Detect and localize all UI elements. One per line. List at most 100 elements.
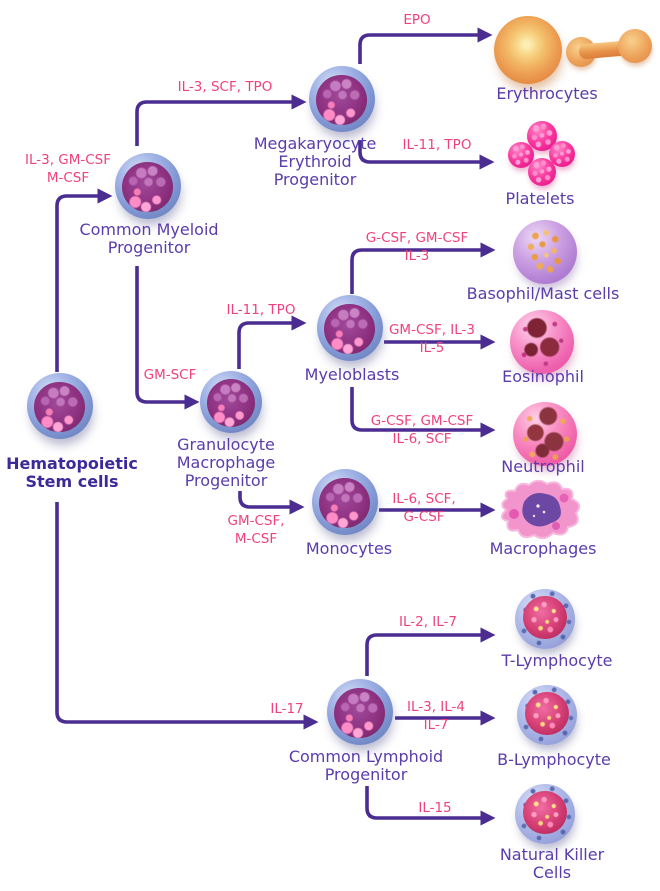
- myeloblasts-label: Myeloblasts: [305, 366, 400, 384]
- mep-label: Megakaryocyte Erythroid Progenitor: [254, 135, 377, 189]
- clp-label-line: Progenitor: [324, 765, 408, 784]
- gmp-label-line: Granulocyte: [177, 435, 275, 454]
- cytokine-clp-b: IL-3, IL-4 IL-7: [407, 698, 465, 734]
- cytokine-line: IL-5: [419, 340, 445, 356]
- gmp-cell-icon: [200, 371, 262, 433]
- cytokine-line: IL-15: [418, 800, 452, 816]
- platelet-icon: [549, 141, 575, 167]
- eosinophil-label-line: Eosinophil: [502, 367, 584, 386]
- nk-cells-label-line: Natural Killer: [499, 845, 605, 864]
- basophil-cell-icon: [513, 220, 577, 284]
- eosinophil-label: Eosinophil: [502, 368, 584, 386]
- platelets-label-line: Platelets: [505, 189, 575, 208]
- cytokine-myeloblasts-basophil: G-CSF, GM-CSF IL-3: [366, 229, 468, 265]
- cytokine-line: IL-3, SCF, TPO: [177, 79, 273, 95]
- cytokine-line: M-CSF: [46, 170, 90, 186]
- arrow-myeloblasts-to-basophil: [350, 242, 496, 294]
- gmp-label: Granulocyte Macrophage Progenitor: [177, 436, 276, 490]
- monocytes-label: Monocytes: [306, 540, 392, 558]
- clp-label-line: Common Lymphoid: [288, 747, 444, 766]
- cmp-cell-icon: [115, 153, 181, 219]
- cytokine-line: IL-3, GM-CSF: [24, 152, 112, 168]
- arrow-gmp-to-myeloblasts: [237, 315, 307, 369]
- cytokine-line: IL-3, IL-4: [406, 699, 466, 715]
- cytokine-monocytes-macrophages: IL-6, SCF, G-CSF: [392, 490, 455, 526]
- clp-cell-icon: [327, 679, 393, 745]
- erythrocytes-label-line: Erythrocytes: [496, 84, 598, 103]
- cytokine-myeloblasts-neutrophil: G-CSF, GM-CSF IL-6, SCF: [371, 412, 473, 448]
- cytokine-line: IL-17: [270, 701, 304, 717]
- arrow-cmp-to-gmp: [135, 266, 200, 410]
- cytokine-line: IL-11, TPO: [226, 302, 296, 318]
- cytokine-line: G-CSF, GM-CSF: [365, 230, 469, 246]
- b-lymphocyte-cell-icon: [517, 685, 577, 745]
- hsc-label-line: Hematopoietic: [6, 454, 138, 473]
- mep-label-line: Erythroid: [278, 152, 352, 171]
- t-lymphocyte-label: T-Lymphocyte: [501, 652, 612, 670]
- erythrocyte-sphere-icon: [494, 16, 562, 84]
- arrow-mep-to-erythrocytes: [358, 27, 493, 64]
- mep-cell-icon: [309, 66, 375, 132]
- macrophages-label: Macrophages: [490, 540, 597, 558]
- cytokine-mep-platelets: IL-11, TPO: [403, 136, 472, 154]
- clp-label: Common Lymphoid Progenitor: [289, 748, 443, 784]
- platelets-label: Platelets: [506, 190, 575, 208]
- basophil-label-line: Basophil/Mast cells: [466, 284, 620, 303]
- mep-label-line: Megakaryocyte: [253, 134, 377, 153]
- cytokine-clp-t: IL-2, IL-7: [399, 613, 457, 631]
- arrow-clp-to-nk-cells: [365, 786, 496, 826]
- arrow-cmp-to-mep: [135, 94, 307, 146]
- neutrophil-label-line: Neutrophil: [501, 457, 585, 476]
- cytokine-line: GM-CSF, IL-3: [388, 322, 476, 338]
- nk-cells-label-line: Cells: [532, 863, 572, 882]
- cytokine-hsc-clp: IL-17: [270, 700, 303, 718]
- t-lymphocyte-label-line: T-Lymphocyte: [501, 651, 613, 670]
- erythrocyte-dumbbell-icon: [566, 26, 652, 74]
- cytokine-clp-nk: IL-15: [418, 799, 451, 817]
- myeloblasts-cell-icon: [317, 295, 383, 361]
- monocytes-cell-icon: [312, 469, 378, 535]
- nk-cell-icon: [515, 784, 575, 844]
- neutrophil-cell-icon: [513, 402, 577, 466]
- t-lymphocyte-cell-icon: [515, 589, 575, 649]
- myeloblasts-label-line: Myeloblasts: [304, 365, 400, 384]
- cytokine-cmp-mep: IL-3, SCF, TPO: [178, 78, 273, 96]
- cytokine-line: G-CSF, GM-CSF: [370, 413, 474, 429]
- cytokine-line: IL-2, IL-7: [398, 614, 458, 630]
- arrow-hsc-to-cmp: [55, 188, 113, 372]
- arrow-gmp-to-monocytes: [238, 491, 305, 515]
- cmp-label-line: Progenitor: [107, 238, 191, 257]
- nk-cells-label: Natural Killer Cells: [500, 846, 604, 882]
- arrow-myeloblasts-to-neutrophil: [350, 387, 496, 438]
- eosinophil-cell-icon: [510, 310, 574, 374]
- cmp-label-line: Common Myeloid: [79, 220, 219, 239]
- platelet-icon: [528, 158, 556, 186]
- arrow-clp-to-t-lymphocyte: [365, 627, 496, 676]
- cytokine-gmp-monocytes: GM-CSF, M-CSF: [227, 512, 284, 548]
- cytokine-hsc-cmp: IL-3, GM-CSF M-CSF: [25, 151, 111, 187]
- gmp-label-line: Progenitor: [184, 471, 268, 490]
- cytokine-cmp-gmp: GM-SCF: [144, 366, 197, 384]
- b-lymphocyte-label-line: B-Lymphocyte: [497, 750, 611, 769]
- hsc-cell-icon: [27, 373, 93, 439]
- macrophages-label-line: Macrophages: [489, 539, 597, 558]
- cytokine-line: IL-3: [404, 248, 430, 264]
- cytokine-gmp-myeloblasts: IL-11, TPO: [227, 301, 296, 319]
- cytokine-line: G-CSF: [403, 509, 445, 525]
- monocytes-label-line: Monocytes: [305, 539, 393, 558]
- cytokine-line: GM-SCF: [143, 367, 197, 383]
- hsc-label-line: Stem cells: [25, 472, 119, 491]
- gmp-label-line: Macrophage: [176, 453, 276, 472]
- neutrophil-label: Neutrophil: [501, 458, 584, 476]
- dumbbell-bar: [578, 39, 640, 60]
- cytokine-line: M-CSF: [234, 531, 278, 547]
- arrow-mep-to-platelets: [358, 140, 495, 170]
- cytokine-line: IL-6, SCF,: [392, 491, 456, 507]
- macrophage-icon: [501, 479, 581, 539]
- mep-label-line: Progenitor: [273, 170, 357, 189]
- erythrocytes-label: Erythrocytes: [496, 85, 597, 103]
- cytokine-line: GM-CSF,: [227, 513, 285, 529]
- cytokine-myeloblasts-eosinophil: GM-CSF, IL-3 IL-5: [389, 321, 475, 357]
